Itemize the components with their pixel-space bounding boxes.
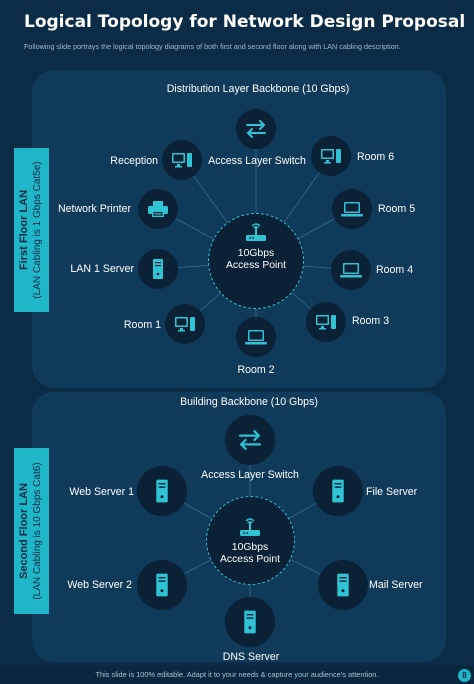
first-floor-access-point-label: 10Gbps Access Point xyxy=(226,248,286,272)
switch-arrows-icon xyxy=(239,430,262,450)
web-server2-label: Web Server 2 xyxy=(67,579,132,591)
wireless-router-icon xyxy=(240,518,260,536)
second-floor-band xyxy=(14,448,49,614)
room2-node xyxy=(236,317,276,357)
room5-label: Room 5 xyxy=(378,203,416,215)
network-printer-label: Network Printer xyxy=(58,203,131,215)
server-tower-icon xyxy=(332,479,344,503)
room3-label: Room 3 xyxy=(352,315,390,327)
first-floor-switch-label: Access Layer Switch xyxy=(208,155,306,167)
laptop-icon xyxy=(245,330,267,345)
second-floor-hub-speed: 10Gbps xyxy=(231,542,269,553)
reception-label: Reception xyxy=(110,155,158,167)
desktop-computer-icon xyxy=(316,315,336,330)
building-backbone-label: Building Backbone (10 Gbps) xyxy=(180,396,318,408)
room2-label: Room 2 xyxy=(237,364,275,376)
distribution-backbone-label: Distribution Layer Backbone (10 Gbps) xyxy=(166,83,350,95)
slide-title: Logical Topology for Network Design Prop… xyxy=(24,12,466,32)
server-tower-icon xyxy=(244,610,256,634)
first-floor-hub-type: Access Point xyxy=(225,260,287,271)
file-server-node xyxy=(313,466,363,516)
second-floor-band-label: Second Floor LAN (LAN Cabling is 10 Gbps… xyxy=(18,462,44,599)
lan1-server-node xyxy=(138,249,178,289)
room1-label: Room 1 xyxy=(123,319,161,331)
web-server1-node xyxy=(137,466,187,516)
switch-arrows-icon xyxy=(246,120,266,138)
reception-node xyxy=(162,140,202,180)
footer-bar xyxy=(0,666,474,684)
second-floor-switch-node xyxy=(225,415,275,465)
first-floor-band-subtitle: (LAN Cabling is 1 Gbps Cat5e) xyxy=(32,161,43,299)
desktop-computer-icon xyxy=(172,153,192,168)
room5-node xyxy=(332,189,372,229)
room6-label: Room 6 xyxy=(357,151,395,163)
second-floor-hub-type: Access Point xyxy=(219,554,281,565)
server-tower-icon xyxy=(337,573,349,597)
room4-label: Room 4 xyxy=(376,264,414,276)
file-server-label: File Server xyxy=(366,486,418,498)
first-floor-band-label: First Floor LAN (LAN Cabling is 1 Gbps C… xyxy=(18,161,44,298)
second-floor-band-subtitle: (LAN Cabling is 10 Gbps Cat6) xyxy=(32,462,43,600)
second-floor-access-point-hub xyxy=(206,496,295,585)
laptop-icon xyxy=(340,263,362,278)
desktop-computer-icon xyxy=(321,149,341,164)
footer-text: This slide is 100% editable. Adapt it to… xyxy=(95,670,379,679)
mail-server-label: Mail Server xyxy=(369,579,423,591)
desktop-computer-icon xyxy=(175,317,195,332)
room3-node xyxy=(306,302,346,342)
room4-node xyxy=(331,250,371,290)
server-tower-icon xyxy=(153,259,163,279)
mail-server-node xyxy=(318,560,368,610)
first-floor-hub-speed: 10Gbps xyxy=(237,248,275,259)
server-tower-icon xyxy=(156,479,168,503)
room6-node xyxy=(311,136,351,176)
first-floor-switch-node xyxy=(236,109,276,149)
web-server2-node xyxy=(137,560,187,610)
web-server1-label: Web Server 1 xyxy=(69,486,134,498)
second-floor-access-point-label: 10Gbps Access Point xyxy=(220,542,280,566)
laptop-icon xyxy=(341,202,363,217)
first-floor-band xyxy=(14,148,49,312)
second-floor-band-title: Second Floor LAN xyxy=(18,483,30,579)
dns-server-node xyxy=(225,597,275,647)
slide-subtitle: Following slide portrays the logical top… xyxy=(24,42,401,51)
server-tower-icon xyxy=(156,573,168,597)
lan1-server-label: LAN 1 Server xyxy=(70,263,134,275)
dns-server-label: DNS Server xyxy=(222,651,280,663)
page-number: 8 xyxy=(458,669,471,682)
first-floor-band-title: First Floor LAN xyxy=(18,189,30,271)
wireless-router-icon xyxy=(246,223,266,241)
second-floor-switch-label: Access Layer Switch xyxy=(201,469,299,481)
printer-icon xyxy=(148,201,168,217)
network-printer-node xyxy=(138,189,178,229)
room1-node xyxy=(165,304,205,344)
